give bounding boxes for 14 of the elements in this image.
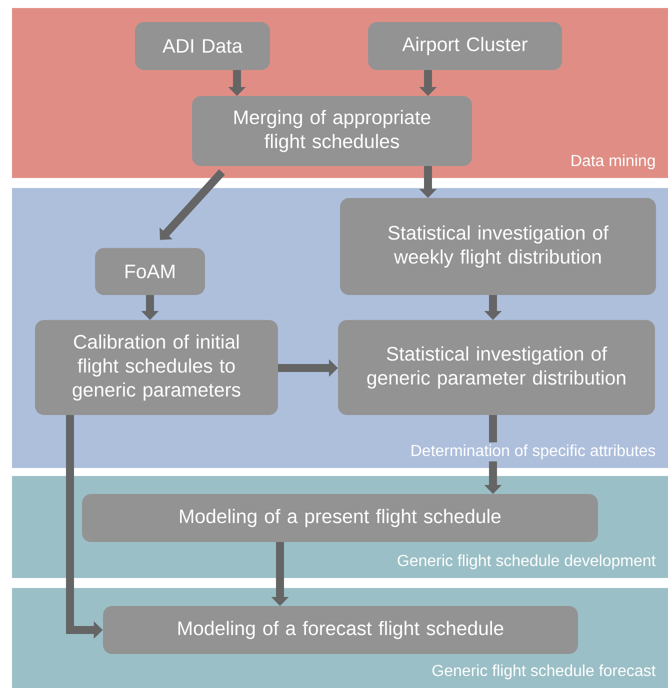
process-box: Modeling of a forecast flight schedule (103, 606, 578, 654)
process-box: Statistical investigation of generic parameter distribution (338, 320, 655, 415)
process-box: Airport Cluster (368, 22, 562, 70)
process-box: Calibration of initial flight schedules to generic parameters (35, 320, 278, 415)
process-box: Merging of appropriate flight schedules (192, 96, 472, 166)
band-label: Data mining (567, 152, 659, 172)
arrow (160, 169, 225, 240)
process-box: Statistical investigation of weekly flight distribution (340, 198, 656, 295)
band-label: Generic flight schedule forecast (428, 662, 659, 682)
band-label: Determination of specific attributes (407, 442, 659, 462)
process-box: ADI Data (135, 22, 270, 70)
band-label: Generic flight schedule development (394, 552, 659, 572)
process-box: FoAM (95, 248, 205, 295)
process-box: Modeling of a present flight schedule (82, 494, 598, 542)
